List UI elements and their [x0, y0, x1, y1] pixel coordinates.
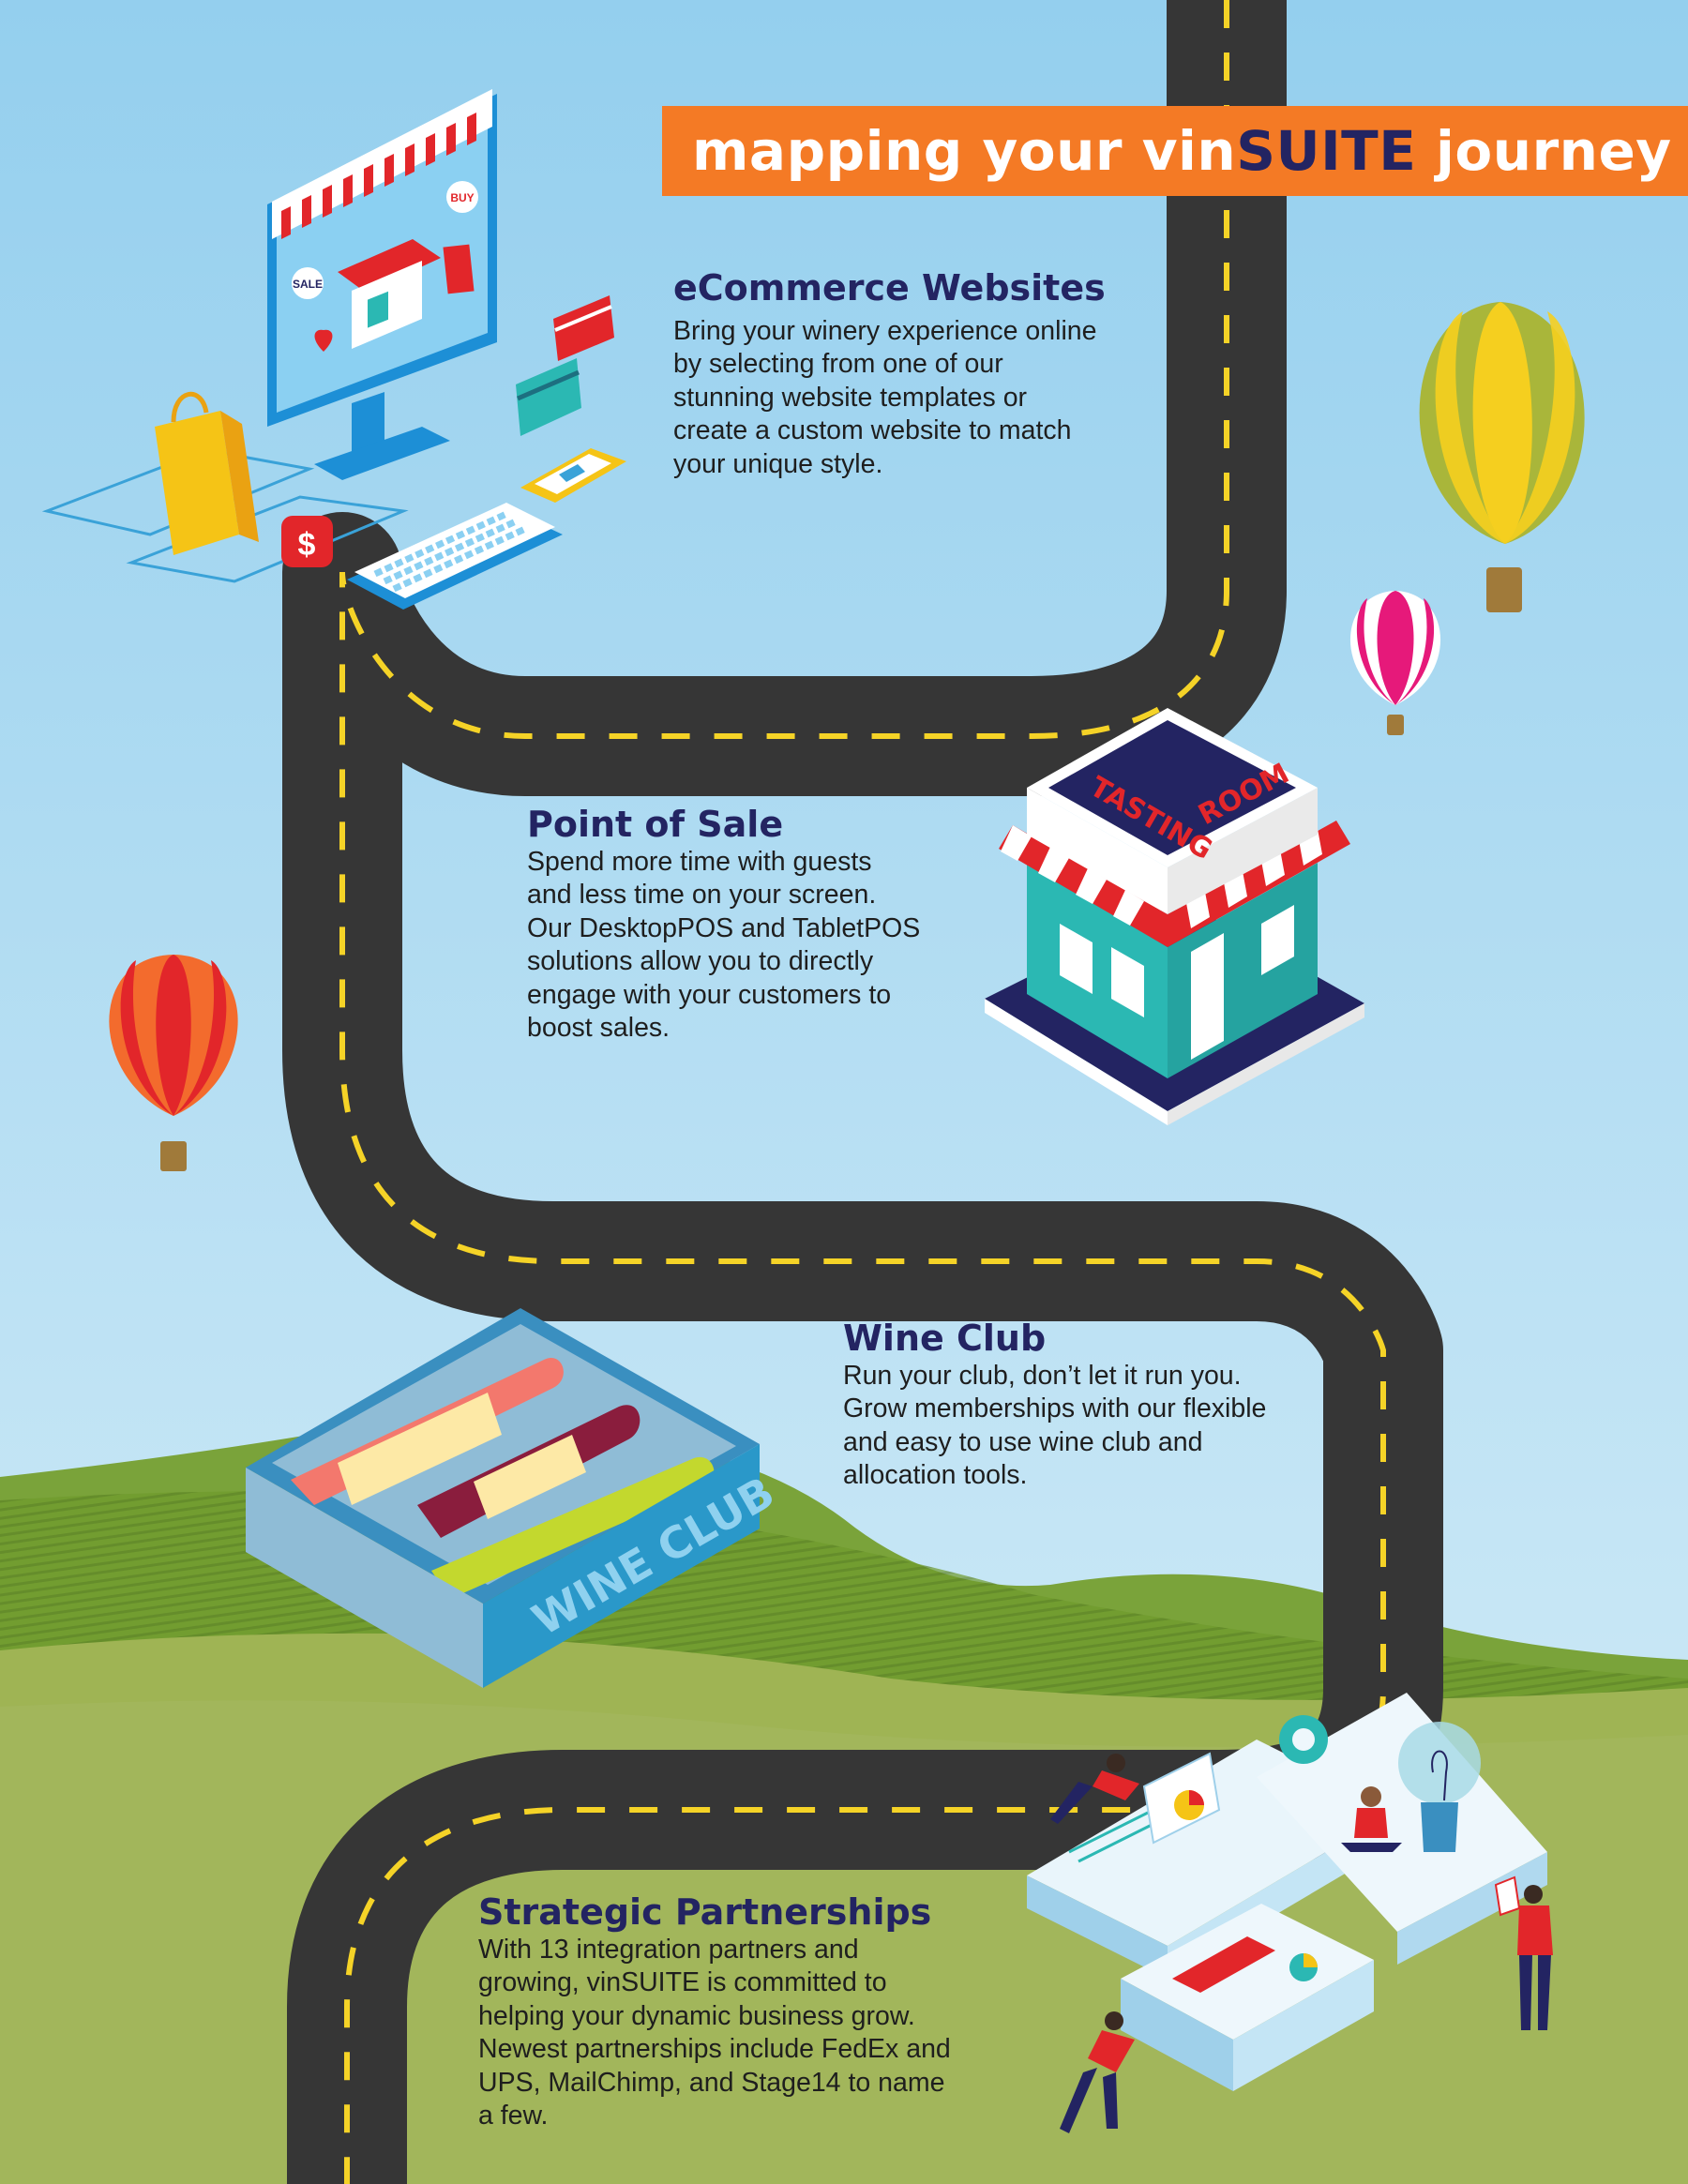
person-sitting-icon: [1341, 1786, 1402, 1852]
page-title: mapping your vinSUITE journey: [692, 119, 1672, 183]
section-title: Point of Sale: [527, 804, 784, 845]
title-prefix: mapping your vin: [692, 119, 1237, 183]
title-banner: mapping your vinSUITE journey: [662, 106, 1688, 196]
section-body: Spend more time with guests and less tim…: [527, 846, 921, 1044]
section-body: Bring your winery experience online by s…: [673, 315, 1097, 479]
section-title: Strategic Partnerships: [478, 1891, 932, 1933]
section-strategic-partnerships: Strategic Partnerships With 13 integrati…: [478, 1891, 966, 2133]
phone-icon: [520, 448, 626, 503]
keyboard-icon: [347, 503, 563, 610]
balloon-red-icon: [109, 955, 238, 1171]
section-body: With 13 integration partners and growing…: [478, 1934, 951, 2131]
tasting-room-illustration: TASTING ROOM: [985, 708, 1364, 1125]
balloon-pink-icon: [1349, 591, 1441, 735]
person-flying-icon: [1050, 1754, 1139, 1824]
section-title: Wine Club: [843, 1318, 1047, 1359]
section-ecommerce: eCommerce Websites Bring your winery exp…: [673, 267, 1106, 481]
person-standing-icon: [1494, 1875, 1553, 2030]
partnerships-illustration: [1027, 1693, 1553, 2133]
section-wine-club: Wine Club Run your club, don’t let it ru…: [843, 1318, 1274, 1493]
shopping-bag-icon: [155, 391, 259, 555]
balloon-green-icon: [1419, 302, 1585, 612]
road: [282, 0, 1443, 2184]
section-point-of-sale: Point of Sale Spend more time with guest…: [527, 804, 921, 1046]
title-brand: SUITE: [1236, 119, 1417, 183]
dollar-symbol: $: [298, 527, 316, 563]
title-suffix: journey: [1416, 119, 1672, 183]
section-body: Run your club, don’t let it run you. Gro…: [843, 1360, 1267, 1491]
section-title: eCommerce Websites: [673, 267, 1106, 309]
credit-cards-icon: [516, 295, 614, 436]
ecommerce-illustration: SALE BUY $: [41, 89, 626, 610]
sale-tag-text: SALE: [293, 278, 323, 291]
buy-tag-text: BUY: [450, 191, 474, 204]
lightbulb-icon: [1398, 1722, 1481, 1852]
person-pushing-icon: [1060, 2011, 1135, 2133]
dollar-pin-icon: $: [281, 516, 333, 567]
monitor-icon: SALE BUY: [267, 89, 497, 480]
